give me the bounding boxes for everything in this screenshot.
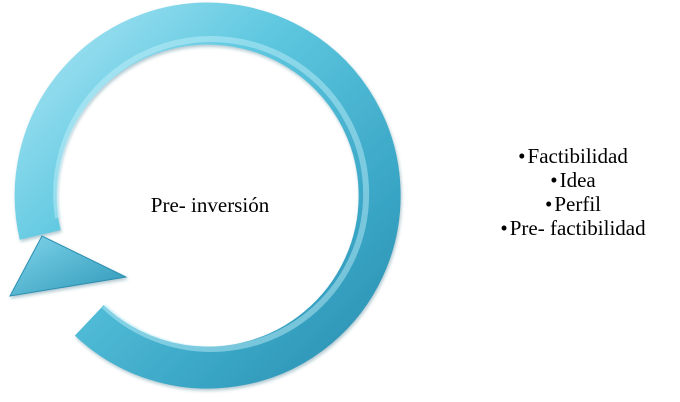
center-label: Pre- inversión	[150, 193, 270, 217]
cycle-arrowhead	[9, 235, 128, 297]
bullet-icon: •	[518, 144, 526, 168]
cycle-arrow-graphic	[9, 2, 401, 389]
cycle-ring	[14, 2, 401, 389]
bullet-icon: •	[500, 216, 508, 240]
list-item-label: Perfil	[554, 192, 601, 216]
list-item: •Pre- factibilidad	[468, 216, 678, 240]
list-item: •Perfil	[468, 192, 678, 216]
list-item-label: Idea	[559, 168, 596, 192]
cycle-ring-highlight	[53, 35, 370, 352]
stage-list: •Factibilidad •Idea •Perfil •Pre- factib…	[468, 144, 678, 240]
bullet-icon: •	[544, 192, 553, 216]
list-item: •Factibilidad	[468, 144, 678, 168]
bullet-icon: •	[550, 168, 558, 192]
list-item-label: Pre- factibilidad	[509, 216, 646, 240]
list-item-label: Factibilidad	[527, 144, 628, 168]
list-item: •Idea	[468, 168, 678, 192]
